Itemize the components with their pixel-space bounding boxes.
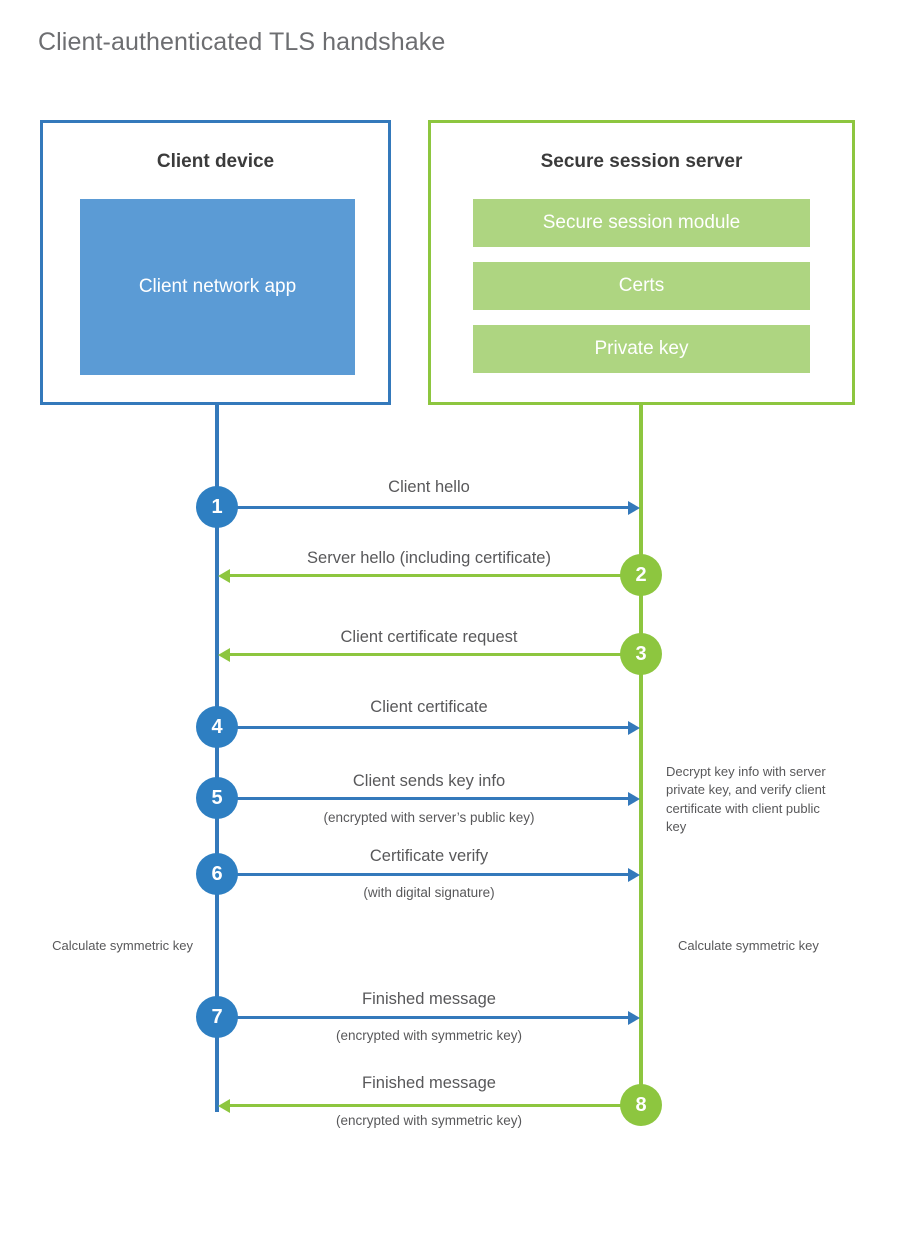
step-6-marker[interactable]: 6 [196,853,238,895]
arrow-head-left-icon [218,568,230,583]
arrow-head-right-icon [628,500,640,515]
client-lifeline [215,405,219,1112]
step-7-marker[interactable]: 7 [196,996,238,1038]
secure-session-server-title: Secure session server [540,151,743,172]
step-5-marker[interactable]: 5 [196,777,238,819]
arrow-head-right-icon [628,791,640,806]
arrow-head-left-icon [218,1098,230,1113]
step-7-label: Finished message [362,990,496,1008]
server-calculate-symmetric-key-note: Calculate symmetric key [678,938,819,953]
step-6-label: Certificate verify [369,847,489,865]
arrow-head-left-icon [218,647,230,662]
server-decrypt-note: Decrypt key info with server private key… [666,764,826,835]
secure-session-module-block: Secure session module [473,199,810,247]
step-2-label: Server hello (including certificate) [307,549,551,567]
arrow-head-right-icon [628,720,640,735]
step-1-label: Client hello [388,478,470,496]
step-2-arrow [218,568,641,583]
step-8-label: Finished message [362,1074,496,1092]
step-1-arrow [217,500,640,515]
step-6-sublabel: (with digital signature) [363,885,495,900]
step-5-label: Client sends key info [352,772,506,790]
private-key-block: Private key [473,325,810,373]
step-3-marker[interactable]: 3 [620,633,662,675]
certs-block: Certs [473,262,810,310]
step-5-sublabel: (encrypted with server’s public key) [323,810,535,825]
step-7-sublabel: (encrypted with symmetric key) [335,1028,523,1043]
client-device-title: Client device [156,151,275,172]
step-4-label: Client certificate [370,698,488,716]
client-device-box: Client device Client network app [40,120,391,405]
page-title: Client-authenticated TLS handshake [38,28,446,56]
step-4-arrow [217,720,640,735]
step-3-arrow [218,647,641,662]
server-lifeline [639,405,643,1107]
step-7-arrow [217,1010,640,1025]
step-8-sublabel: (encrypted with symmetric key) [335,1113,523,1128]
secure-session-server-box: Secure session server Secure session mod… [428,120,855,405]
client-network-app-block: Client network app [80,199,355,375]
step-5-arrow [217,791,640,806]
step-2-marker[interactable]: 2 [620,554,662,596]
step-8-marker[interactable]: 8 [620,1084,662,1126]
step-3-label: Client certificate request [340,628,518,646]
step-4-marker[interactable]: 4 [196,706,238,748]
step-6-arrow [217,867,640,882]
step-1-marker[interactable]: 1 [196,486,238,528]
step-8-arrow [218,1098,641,1113]
arrow-head-right-icon [628,867,640,882]
arrow-head-right-icon [628,1010,640,1025]
client-calculate-symmetric-key-note: Calculate symmetric key [52,938,193,953]
